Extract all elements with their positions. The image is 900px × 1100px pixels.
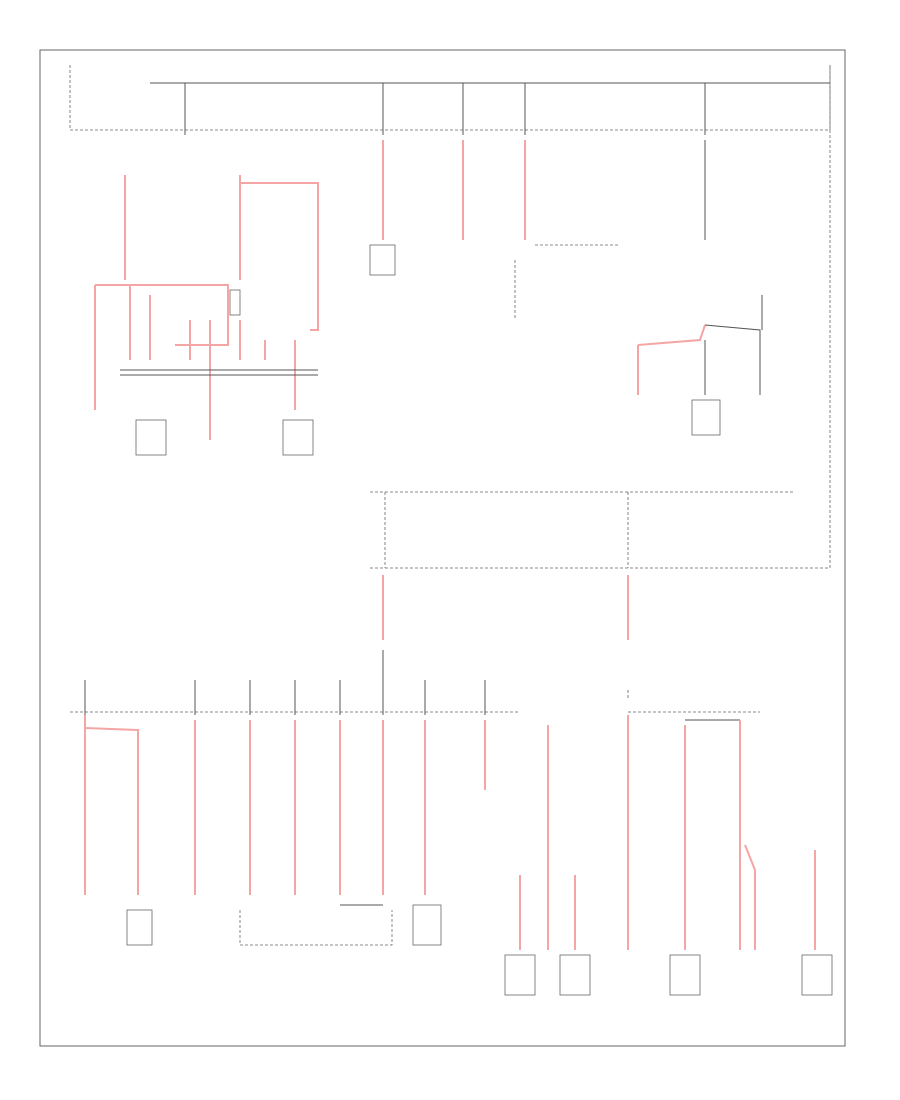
- middle-enclosure: [370, 65, 831, 569]
- left-upper-cluster: [94, 175, 319, 456]
- diagram-frame: [39, 49, 846, 1047]
- lower-left-branches: [84, 715, 486, 946]
- lower-fuse-bus: [70, 650, 520, 715]
- upper-right-cluster: [637, 295, 763, 436]
- upper-center-devices: [369, 140, 706, 320]
- lower-feeds: [382, 575, 629, 640]
- lower-right-section: [504, 690, 833, 996]
- top-fuse-block: [69, 65, 831, 135]
